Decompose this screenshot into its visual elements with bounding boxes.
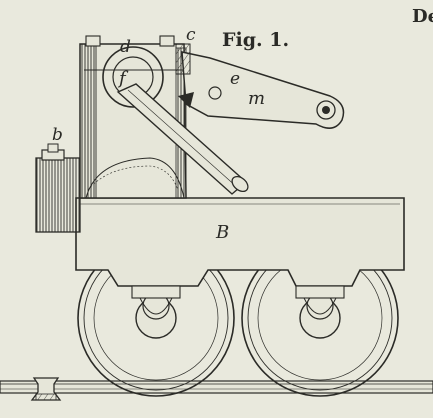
corner-text: De bbox=[412, 6, 433, 27]
label-d: d bbox=[120, 37, 131, 57]
label-B: B bbox=[215, 222, 229, 243]
cylinder-b bbox=[35, 143, 81, 233]
connecting-rod bbox=[116, 83, 249, 195]
frame-block-B bbox=[75, 197, 405, 315]
rail bbox=[0, 377, 433, 401]
label-c: c bbox=[186, 25, 196, 45]
figure-title: Fig. 1. bbox=[222, 29, 289, 51]
label-b: b bbox=[52, 125, 63, 145]
label-e: e bbox=[230, 69, 240, 89]
label-m: m bbox=[248, 88, 265, 109]
lever-m bbox=[175, 43, 345, 129]
